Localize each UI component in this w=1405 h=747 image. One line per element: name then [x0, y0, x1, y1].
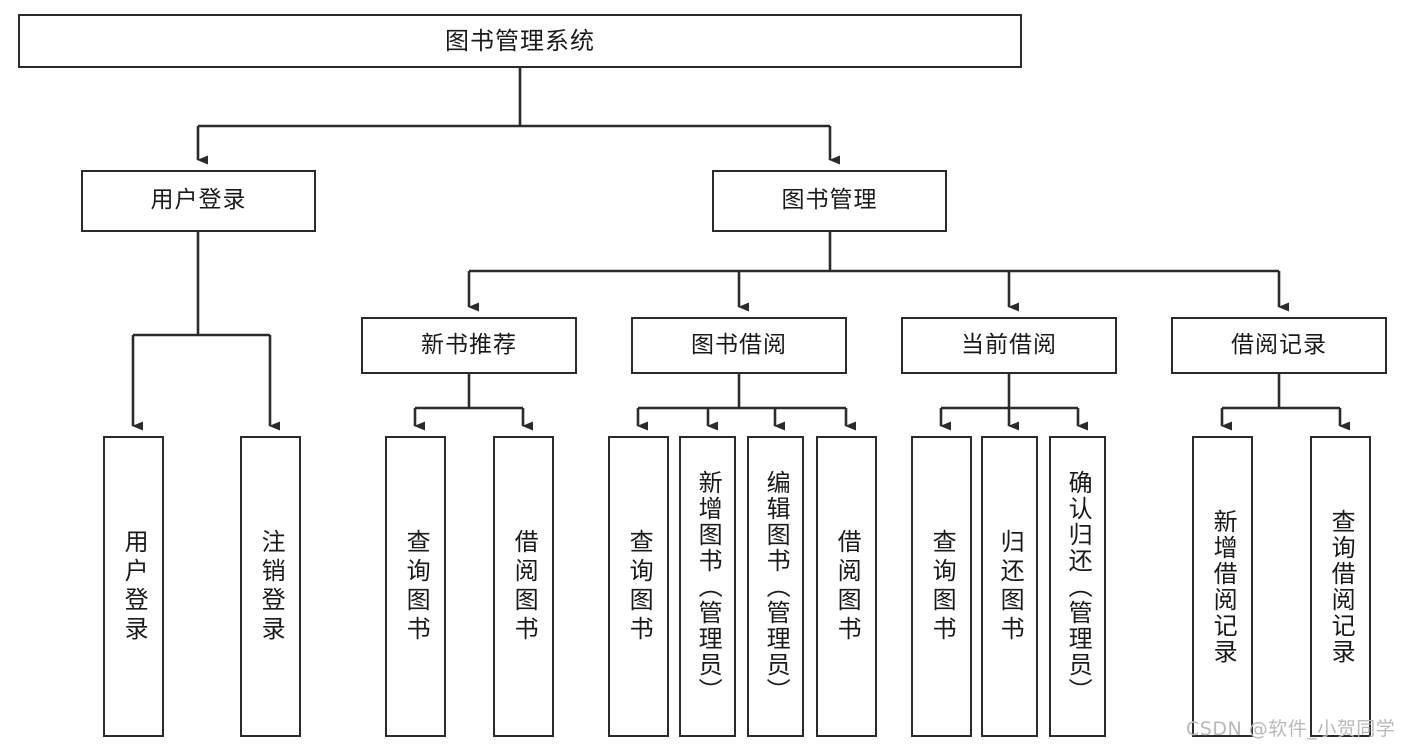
leaf-new-book-query[interactable]: 查询图书 — [385, 436, 446, 737]
leaf-book-borrow-query[interactable]: 查询图书 — [608, 436, 669, 737]
node-root-system[interactable]: 图书管理系统 — [18, 14, 1022, 68]
leaf-current-borrow-confirm-admin[interactable]: 确认归还（管理员） — [1049, 436, 1106, 737]
leaf-user-login-logout[interactable]: 注销登录 — [240, 436, 301, 737]
node-book-borrow[interactable]: 图书借阅 — [631, 317, 847, 374]
leaf-book-borrow-add-admin[interactable]: 新增图书（管理员） — [679, 436, 736, 737]
node-new-book-recommend[interactable]: 新书推荐 — [361, 317, 577, 374]
leaf-borrow-record-add[interactable]: 新增借阅记录 — [1192, 436, 1253, 737]
node-user-login[interactable]: 用户登录 — [81, 170, 316, 232]
watermark: CSDN @软件_小贺同学 — [1186, 718, 1396, 740]
leaf-current-borrow-query[interactable]: 查询图书 — [911, 436, 972, 737]
node-book-management[interactable]: 图书管理 — [712, 170, 947, 232]
node-borrow-record[interactable]: 借阅记录 — [1171, 317, 1387, 374]
leaf-current-borrow-return[interactable]: 归还图书 — [981, 436, 1038, 737]
leaf-borrow-record-query[interactable]: 查询借阅记录 — [1310, 436, 1371, 737]
leaf-new-book-borrow[interactable]: 借阅图书 — [493, 436, 554, 737]
leaf-book-borrow-borrow[interactable]: 借阅图书 — [816, 436, 877, 737]
leaf-user-login-login[interactable]: 用户登录 — [103, 436, 164, 737]
leaf-book-borrow-edit-admin[interactable]: 编辑图书（管理员） — [747, 436, 804, 737]
node-current-borrow[interactable]: 当前借阅 — [901, 317, 1117, 374]
